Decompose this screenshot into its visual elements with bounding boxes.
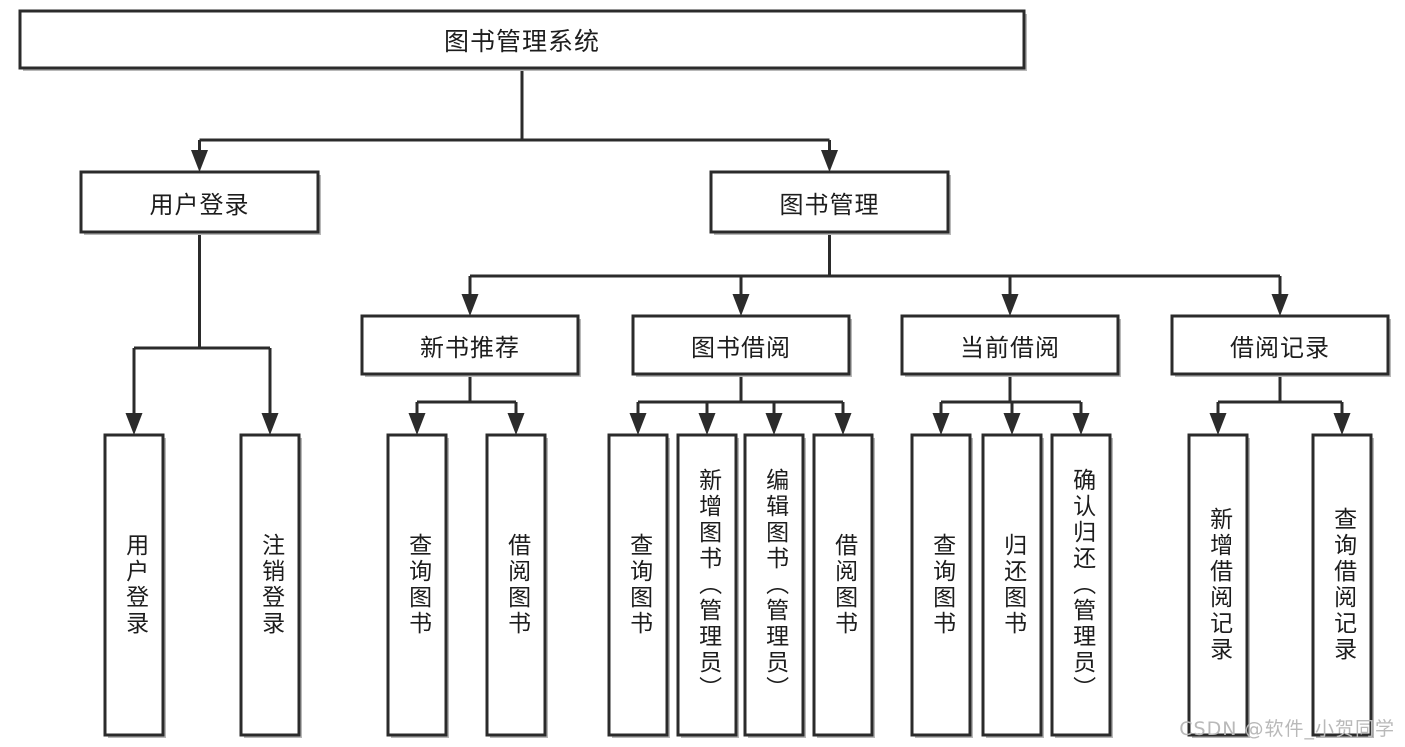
node-box-user-login[interactable] bbox=[79, 170, 320, 234]
node-box-leaf-query-book-1[interactable] bbox=[386, 433, 448, 737]
node-box-current-borrow[interactable] bbox=[900, 314, 1120, 376]
node-box-leaf-query-book-3[interactable] bbox=[910, 433, 972, 737]
node-box-leaf-add-record[interactable] bbox=[1187, 433, 1249, 737]
node-box-book-borrow[interactable] bbox=[631, 314, 851, 376]
connector-layer bbox=[125, 68, 1351, 435]
node-box-layer bbox=[18, 9, 1391, 738]
node-box-leaf-edit-book[interactable] bbox=[743, 433, 805, 737]
node-box-borrow-record[interactable] bbox=[1170, 314, 1390, 376]
node-box-book-manage[interactable] bbox=[709, 170, 950, 234]
node-box-leaf-borrow-book-2[interactable] bbox=[812, 433, 874, 737]
node-box-leaf-query-record[interactable] bbox=[1311, 433, 1373, 737]
node-box-leaf-user-login[interactable] bbox=[103, 433, 165, 737]
node-box-leaf-return-book[interactable] bbox=[981, 433, 1043, 737]
node-box-new-book-rec[interactable] bbox=[360, 314, 580, 376]
node-box-leaf-user-logout[interactable] bbox=[239, 433, 301, 737]
node-box-leaf-add-book[interactable] bbox=[676, 433, 738, 737]
watermark-text: CSDN @软件_小贺同学 bbox=[1179, 718, 1395, 740]
node-box-leaf-borrow-book-1[interactable] bbox=[485, 433, 547, 737]
node-box-root[interactable] bbox=[18, 9, 1026, 70]
node-box-leaf-query-book-2[interactable] bbox=[607, 433, 669, 737]
node-box-leaf-confirm-return[interactable] bbox=[1050, 433, 1112, 737]
